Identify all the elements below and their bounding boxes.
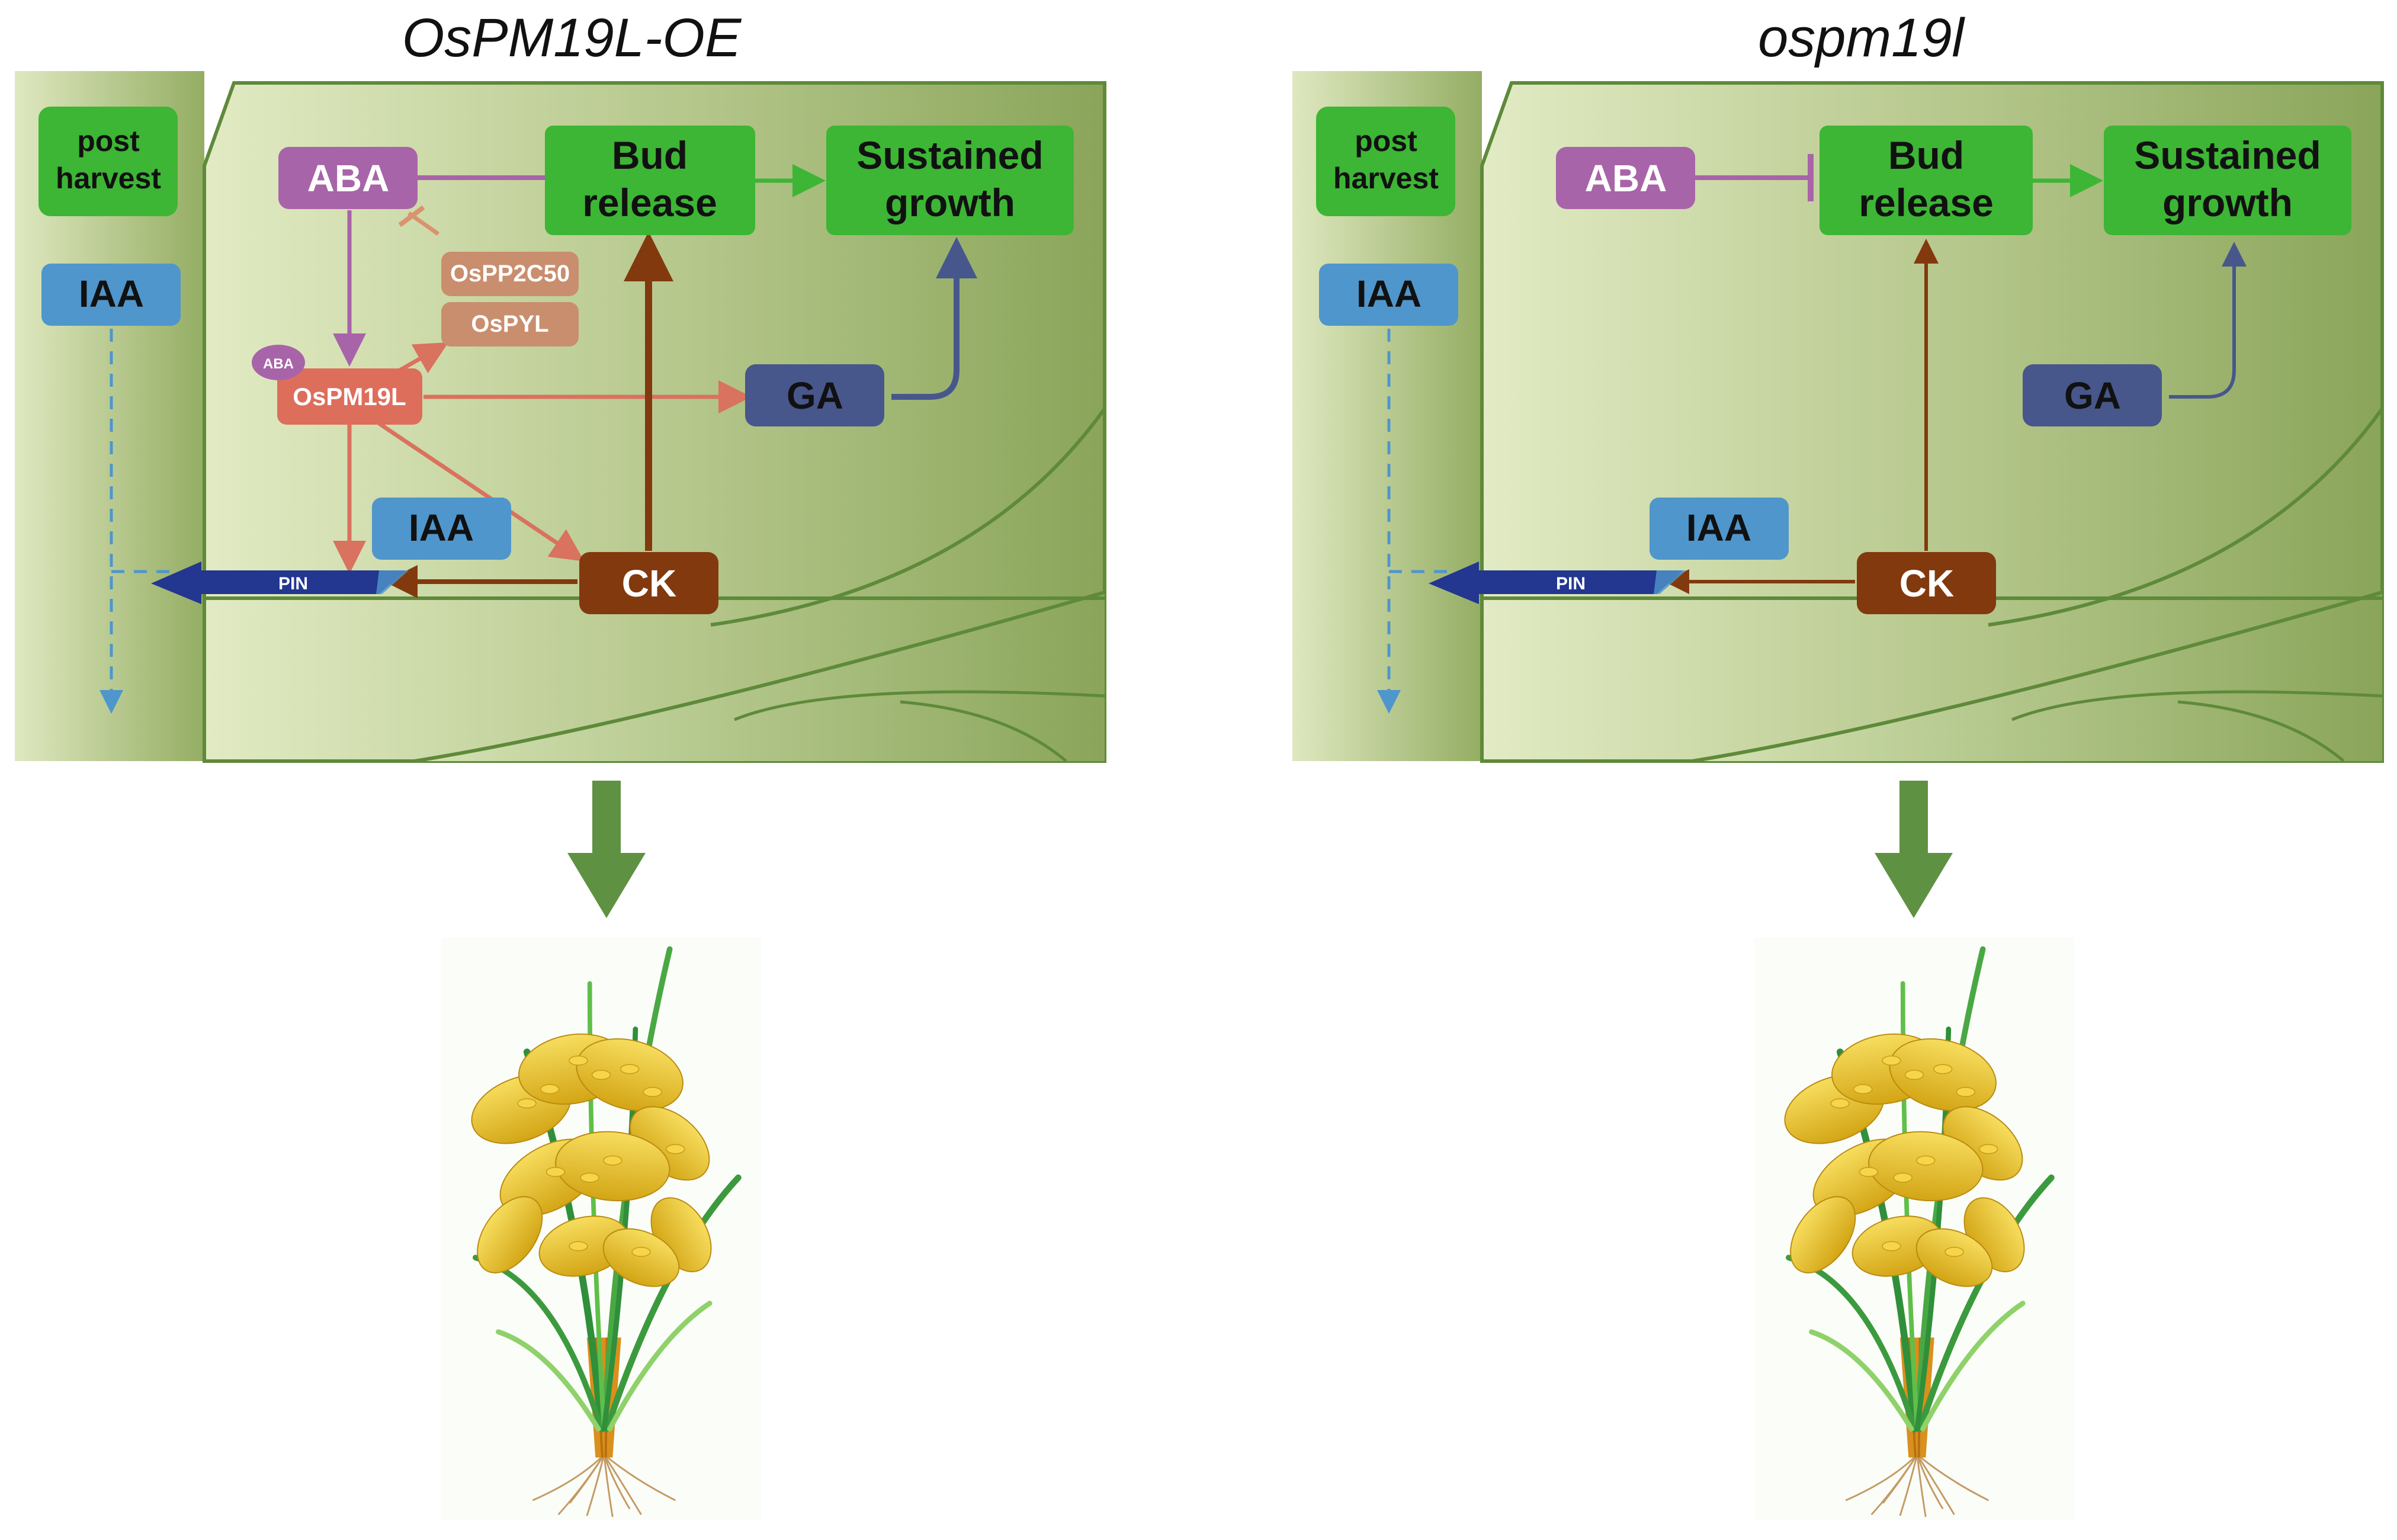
svg-text:growth: growth	[885, 181, 1015, 224]
sustained-growth-node: Sustained growth	[2104, 126, 2351, 235]
svg-text:OsPYL: OsPYL	[471, 311, 548, 337]
ospm19l-node: OsPM19L	[277, 368, 422, 425]
lower-leaf	[1692, 592, 2382, 761]
lower-leaf	[415, 592, 1105, 761]
panel-title-mutant: ospm19l	[1758, 8, 1965, 68]
iaa-node: IAA	[372, 498, 511, 560]
svg-text:Sustained: Sustained	[2134, 133, 2321, 177]
panel-oe: OsPM19L-OE post harvest IAA	[15, 8, 1106, 1520]
result-arrow	[1875, 781, 1953, 918]
stem-iaa-box: IAA	[41, 264, 181, 326]
svg-text:IAA: IAA	[1356, 272, 1421, 315]
svg-text:IAA: IAA	[79, 272, 144, 315]
svg-text:OsPM19L: OsPM19L	[293, 383, 406, 410]
svg-text:ABA: ABA	[1585, 157, 1667, 200]
aba-node: ABA	[1556, 147, 1695, 209]
stem-iaa-box: IAA	[1319, 264, 1458, 326]
svg-text:PIN: PIN	[278, 574, 308, 593]
ga-node: GA	[2023, 364, 2162, 426]
aba-badge: ABA	[252, 345, 305, 380]
post-harvest-box: post harvest	[38, 107, 178, 216]
svg-text:GA: GA	[787, 374, 843, 417]
panel-title-oe: OsPM19L-OE	[402, 8, 742, 68]
post-harvest-box: post harvest	[1316, 107, 1455, 216]
aba-node: ABA	[278, 147, 418, 209]
svg-text:harvest: harvest	[56, 162, 161, 195]
ck-node: CK	[1857, 552, 1996, 614]
result-arrow	[567, 781, 646, 918]
svg-text:ABA: ABA	[307, 157, 390, 200]
svg-text:release: release	[582, 181, 717, 224]
svg-text:growth: growth	[2162, 181, 2293, 224]
bud-release-node: Bud release	[1820, 126, 2033, 235]
iaa-node: IAA	[1650, 498, 1789, 560]
panel-mutant: ospm19l post harvest IAA ABA	[1292, 8, 2384, 1520]
pin-arrow: PIN	[1429, 562, 1686, 604]
ospm19l-to-ck-arrow	[378, 422, 585, 562]
svg-text:IAA: IAA	[1686, 506, 1751, 549]
ck-node: CK	[579, 552, 718, 614]
svg-text:post: post	[77, 124, 140, 158]
svg-text:Bud: Bud	[612, 133, 688, 177]
rice-plant-oe	[441, 938, 761, 1520]
svg-text:Sustained: Sustained	[856, 133, 1043, 177]
svg-text:harvest: harvest	[1333, 162, 1439, 195]
svg-text:ABA: ABA	[263, 356, 294, 372]
ga-node: GA	[745, 364, 884, 426]
svg-text:OsPP2C50: OsPP2C50	[450, 261, 570, 287]
svg-text:CK: CK	[622, 562, 676, 605]
bud-release-node: Bud release	[545, 126, 755, 235]
svg-text:IAA: IAA	[409, 506, 474, 549]
ospp2c50-node: OsPP2C50	[441, 252, 579, 296]
svg-text:Bud: Bud	[1888, 133, 1964, 177]
svg-text:GA: GA	[2064, 374, 2121, 417]
rice-plant-mutant	[1754, 938, 2074, 1520]
sustained-growth-node: Sustained growth	[826, 126, 1074, 235]
svg-text:release: release	[1859, 181, 1994, 224]
ga-to-growth-arrow	[2169, 242, 2247, 399]
svg-text:post: post	[1355, 124, 1417, 158]
svg-text:PIN: PIN	[1556, 574, 1586, 593]
ospyl-node: OsPYL	[441, 302, 579, 346]
ga-to-growth-arrow	[891, 237, 977, 400]
pin-arrow: PIN	[151, 562, 409, 604]
bud-outline	[710, 408, 1106, 627]
svg-text:CK: CK	[1899, 562, 1954, 605]
